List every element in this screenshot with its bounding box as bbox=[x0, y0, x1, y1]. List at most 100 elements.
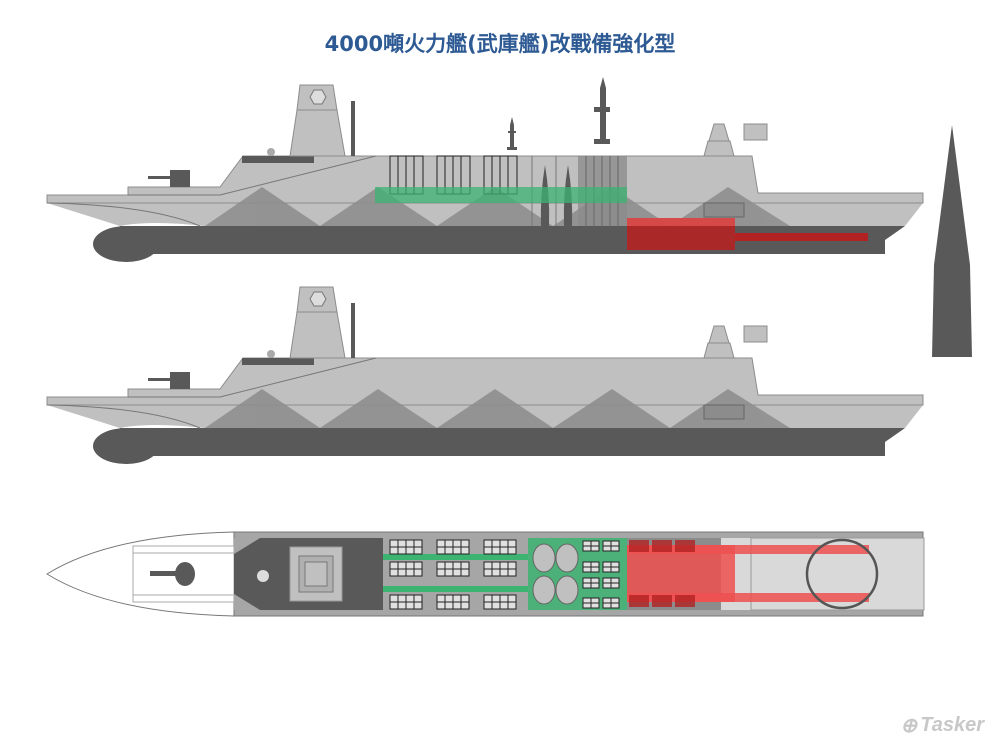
watermark-text: Tasker bbox=[920, 714, 984, 736]
vls-cell bbox=[452, 594, 462, 603]
vls-cell bbox=[602, 582, 612, 589]
vls-cell bbox=[499, 568, 509, 577]
vls-cell bbox=[507, 601, 517, 610]
vls-cell bbox=[491, 594, 501, 603]
red-module bbox=[627, 545, 735, 602]
green-zone bbox=[375, 187, 627, 203]
vls-cell bbox=[452, 561, 462, 570]
vls-cell bbox=[610, 577, 620, 584]
vls-cell bbox=[436, 601, 446, 610]
vls-cell bbox=[590, 540, 600, 547]
vls-cell bbox=[610, 566, 620, 573]
vls-cell bbox=[436, 594, 446, 603]
vls-cell bbox=[460, 546, 470, 555]
vls-cell bbox=[582, 577, 592, 584]
vls-cell bbox=[405, 568, 415, 577]
vls-cell bbox=[413, 601, 423, 610]
vls-cell bbox=[602, 540, 612, 547]
vls-cell bbox=[610, 540, 620, 547]
vls-cell bbox=[413, 539, 423, 548]
vls-cell bbox=[491, 601, 501, 610]
vls-cell bbox=[602, 566, 612, 573]
vls-cell bbox=[483, 546, 493, 555]
vls-cell bbox=[602, 602, 612, 609]
vls-cell bbox=[436, 561, 446, 570]
vls-cell bbox=[491, 568, 501, 577]
vls-cell bbox=[590, 582, 600, 589]
vls-cell bbox=[590, 545, 600, 552]
vls-cell bbox=[590, 577, 600, 584]
vls-cell bbox=[389, 568, 399, 577]
vls-cell bbox=[460, 561, 470, 570]
vls-cell bbox=[452, 546, 462, 555]
ship-plan-view bbox=[46, 531, 925, 617]
vls-cell bbox=[397, 561, 407, 570]
vls-cell bbox=[610, 602, 620, 609]
vls-cell bbox=[397, 546, 407, 555]
vls-cell bbox=[590, 597, 600, 604]
vls-cell bbox=[460, 539, 470, 548]
vls-cell bbox=[389, 601, 399, 610]
vls-cell bbox=[491, 539, 501, 548]
vls-cell bbox=[444, 568, 454, 577]
vls-cell bbox=[499, 546, 509, 555]
vls-cell bbox=[610, 545, 620, 552]
vls-cell bbox=[444, 561, 454, 570]
vls-cell bbox=[602, 597, 612, 604]
vls-cell bbox=[452, 568, 462, 577]
ship-side-view-original bbox=[46, 286, 924, 465]
vls-cell bbox=[397, 539, 407, 548]
watermark: ⊕ Tasker bbox=[900, 713, 984, 738]
vls-cell bbox=[582, 602, 592, 609]
vls-cell bbox=[602, 577, 612, 584]
vls-cell bbox=[397, 594, 407, 603]
vls-cell bbox=[499, 539, 509, 548]
vls-cell bbox=[483, 539, 493, 548]
vls-cell bbox=[389, 561, 399, 570]
vls-cell bbox=[389, 546, 399, 555]
vls-cell bbox=[483, 568, 493, 577]
vls-cell bbox=[590, 561, 600, 568]
vls-cell bbox=[483, 594, 493, 603]
large-missile-icon bbox=[932, 125, 972, 357]
vls-cell bbox=[460, 601, 470, 610]
vls-cell bbox=[444, 539, 454, 548]
vls-cell bbox=[452, 601, 462, 610]
landing-circle bbox=[805, 538, 879, 610]
vls-cell bbox=[452, 539, 462, 548]
missile-icon bbox=[507, 77, 610, 150]
vls-cell bbox=[602, 545, 612, 552]
vls-cell bbox=[413, 561, 423, 570]
vls-cell bbox=[590, 566, 600, 573]
vls-cell bbox=[507, 594, 517, 603]
vls-cell bbox=[582, 566, 592, 573]
vls-cell bbox=[602, 561, 612, 568]
vls-cell bbox=[460, 594, 470, 603]
vls-cell bbox=[436, 539, 446, 548]
vls-cell bbox=[405, 539, 415, 548]
vls-cell bbox=[460, 568, 470, 577]
vls-cell bbox=[405, 561, 415, 570]
vls-cell bbox=[397, 601, 407, 610]
vls-cell bbox=[499, 561, 509, 570]
vls-cell bbox=[491, 546, 501, 555]
red-rail bbox=[735, 233, 868, 241]
vls-cell bbox=[413, 594, 423, 603]
vls-cell bbox=[582, 540, 592, 547]
vls-cell bbox=[397, 568, 407, 577]
vls-cell bbox=[436, 546, 446, 555]
vls-cell bbox=[582, 597, 592, 604]
vls-cell bbox=[491, 561, 501, 570]
vls-cell bbox=[405, 601, 415, 610]
vls-cell bbox=[590, 602, 600, 609]
vls-cell bbox=[389, 539, 399, 548]
watermark-logo-icon: ⊕ bbox=[900, 715, 918, 737]
vls-cell bbox=[507, 561, 517, 570]
vls-cell bbox=[610, 561, 620, 568]
vls-cell bbox=[499, 594, 509, 603]
vls-cell bbox=[483, 561, 493, 570]
vls-cell bbox=[444, 601, 454, 610]
vls-cell bbox=[389, 594, 399, 603]
